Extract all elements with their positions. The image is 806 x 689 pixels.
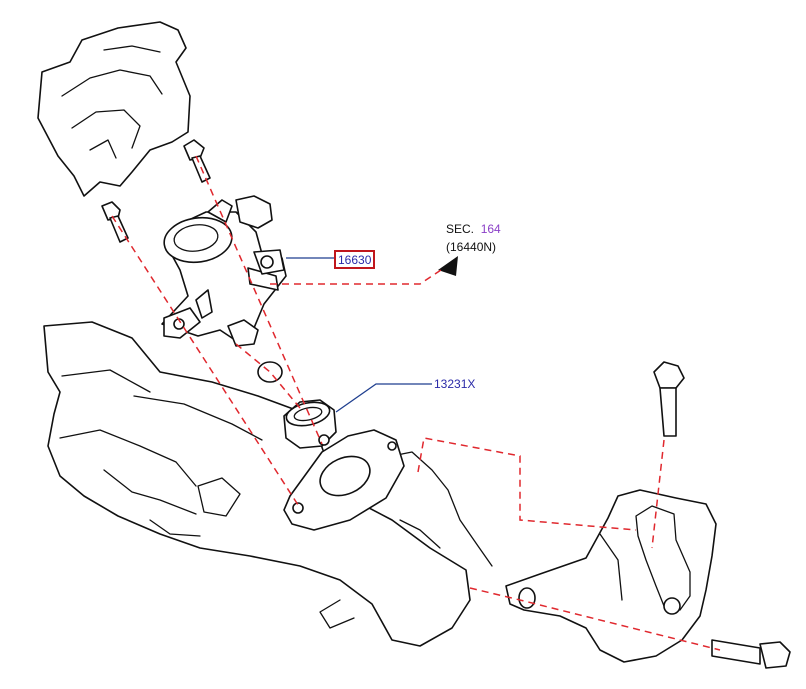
- lower-engine-casting: [43, 321, 493, 647]
- mounting-bracket: [505, 489, 717, 663]
- bracket-bolt-vertical: [653, 361, 685, 437]
- section-number: 164: [480, 222, 501, 236]
- filter-part-number-callout[interactable]: 13231X: [434, 377, 475, 391]
- filter-part-number: 13231X: [434, 377, 476, 391]
- section-prefix: SEC.: [446, 222, 475, 236]
- pump-mount-flange: [283, 429, 405, 531]
- upper-stud-left: [101, 201, 129, 243]
- callout-leaders: [286, 257, 432, 413]
- upper-engine-casting: [37, 21, 191, 197]
- section-reference[interactable]: SEC. 164 (16440N): [446, 222, 501, 254]
- section-ref-code: (16440N): [446, 240, 497, 254]
- assembly-guide-lines: [111, 155, 721, 651]
- fuel-pump-16630: [161, 195, 287, 347]
- pump-part-number: 16630: [338, 253, 372, 267]
- pump-part-number-callout[interactable]: 16630: [334, 250, 376, 269]
- section-number-line: SEC. 164: [446, 222, 501, 236]
- upper-stud-right: [183, 139, 211, 183]
- bracket-bolt-horizontal: [711, 639, 791, 669]
- section-arrow: [438, 256, 458, 276]
- filter-13231x: [283, 399, 337, 449]
- o-ring: [257, 361, 283, 383]
